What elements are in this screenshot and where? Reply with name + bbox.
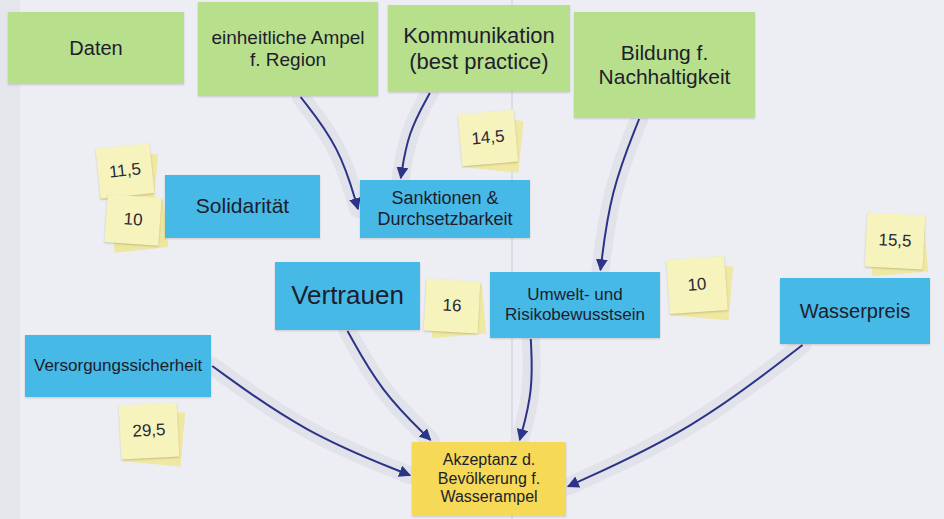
paper-leaf — [348, 331, 431, 440]
card-text: Versorgungssicherheit — [34, 356, 202, 376]
card-text: Bildung f. Nachhaltigkeit — [583, 41, 746, 89]
paper-leaf — [401, 93, 430, 178]
blue-card: Vertrauen — [275, 262, 420, 330]
sticky-note-score: 11,5 — [96, 143, 155, 198]
arrow-connector — [212, 366, 410, 475]
sticky-note-score: 16 — [424, 279, 481, 334]
blue-card: Versorgungssicherheit — [25, 335, 211, 397]
sticky-note-score: 10 — [666, 256, 728, 314]
arrow-connector — [568, 345, 803, 486]
card-text: Sanktionen & Durchsetzbarkeit — [369, 188, 521, 229]
blue-card: Solidarität — [165, 175, 320, 238]
green-card: einheitliche Ampel f. Region — [198, 2, 378, 96]
sticky-note-score: 10 — [104, 194, 161, 246]
arrow-connector — [601, 119, 640, 270]
blue-card: Sanktionen & Durchsetzbarkeit — [360, 180, 530, 238]
card-text: Daten — [69, 37, 122, 60]
card-text: Umwelt- und Risikobewusstsein — [499, 285, 651, 324]
paper-leaf — [568, 345, 803, 486]
arrow-connector — [401, 93, 430, 178]
card-text: Akzeptanz d. Bevölkerung f. Wasserampel — [421, 451, 557, 506]
card-text: Solidarität — [196, 194, 289, 218]
blue-card: Umwelt- und Risikobewusstsein — [490, 272, 660, 338]
green-card: Kommunikation (best practice) — [388, 5, 570, 92]
green-card: Bildung f. Nachhaltigkeit — [574, 12, 755, 118]
sticky-note-score: 14,5 — [458, 110, 518, 167]
card-text: Kommunikation (best practice) — [397, 23, 561, 74]
paper-leaf — [520, 339, 532, 440]
card-text: Wasserpreis — [800, 300, 910, 323]
blue-card: Wasserpreis — [780, 278, 930, 344]
arrow-connector — [348, 331, 431, 440]
sticky-note-score: 15,5 — [865, 213, 926, 270]
paper-leaf — [601, 119, 640, 270]
card-text: einheitliche Ampel f. Region — [207, 27, 369, 71]
green-card: Daten — [8, 12, 184, 84]
sticky-note-score: 29,5 — [119, 403, 180, 460]
yellow-card: Akzeptanz d. Bevölkerung f. Wasserampel — [412, 442, 566, 516]
card-text: Vertrauen — [291, 281, 404, 311]
arrow-connector — [520, 339, 532, 440]
